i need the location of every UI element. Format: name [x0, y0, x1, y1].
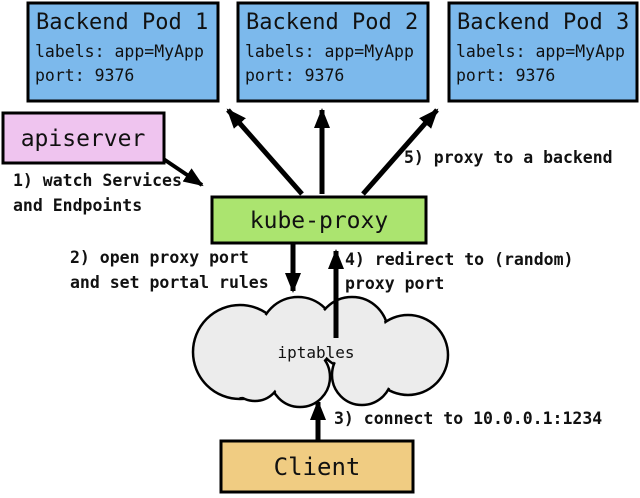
step1-label-line1: 1) watch Services [13, 171, 182, 190]
arrow-kube-proxy-to-pod3 [361, 108, 439, 196]
edges-over-cloud [310, 249, 344, 441]
iptables-label: iptables [277, 343, 354, 362]
kube-proxy-label: kube-proxy [250, 208, 388, 234]
backend-pod-3: Backend Pod 3 labels: app=MyApp port: 93… [447, 1, 639, 103]
kube-proxy-box [210, 195, 428, 245]
apiserver-node: apiserver [1, 111, 166, 165]
step1-label-line2: and Endpoints [13, 196, 142, 215]
client-node: Client [219, 439, 415, 494]
backend-pod-3-port: port: 9376 [456, 66, 555, 85]
step4-label-line2: proxy port [345, 274, 444, 293]
apiserver-box [1, 111, 166, 165]
iptables-cloud: iptables [191, 295, 450, 409]
backend-pod-1: Backend Pod 1 labels: app=MyApp port: 93… [26, 1, 220, 103]
step3-label: 3) connect to 10.0.0.1:1234 [334, 409, 602, 428]
apiserver-label: apiserver [21, 126, 146, 152]
backend-pod-3-box [447, 1, 639, 103]
backend-pod-2-port: port: 9376 [245, 66, 344, 85]
backend-pod-3-labels: labels: app=MyApp [456, 42, 625, 61]
backend-pod-1-port: port: 9376 [35, 66, 134, 85]
backend-pod-1-box [26, 1, 220, 103]
arrow-kube-proxy-to-pod1 [226, 108, 304, 196]
backend-pod-2-labels: labels: app=MyApp [245, 42, 414, 61]
edges [160, 108, 439, 293]
kube-proxy-node: kube-proxy [210, 195, 428, 245]
backend-pod-2-box [236, 1, 430, 103]
step-labels: 1) watch Services and Endpoints 2) open … [13, 148, 613, 428]
arrow-apiserver-to-kube-proxy [160, 156, 204, 187]
step4-label-line1: 4) redirect to (random) [345, 250, 573, 269]
step2-label-line2: and set portal rules [70, 273, 269, 292]
step5-label: 5) proxy to a backend [404, 148, 613, 167]
client-box [219, 439, 415, 494]
backend-pod-1-title: Backend Pod 1 [36, 10, 208, 35]
backend-pod-2: Backend Pod 2 labels: app=MyApp port: 93… [236, 1, 430, 103]
backend-pod-2-title: Backend Pod 2 [246, 10, 418, 35]
backend-pod-1-labels: labels: app=MyApp [35, 42, 204, 61]
backend-pod-3-title: Backend Pod 3 [457, 10, 629, 35]
step2-label-line1: 2) open proxy port [70, 248, 249, 267]
client-label: Client [274, 453, 361, 481]
cloud-fill-cover [195, 299, 446, 405]
